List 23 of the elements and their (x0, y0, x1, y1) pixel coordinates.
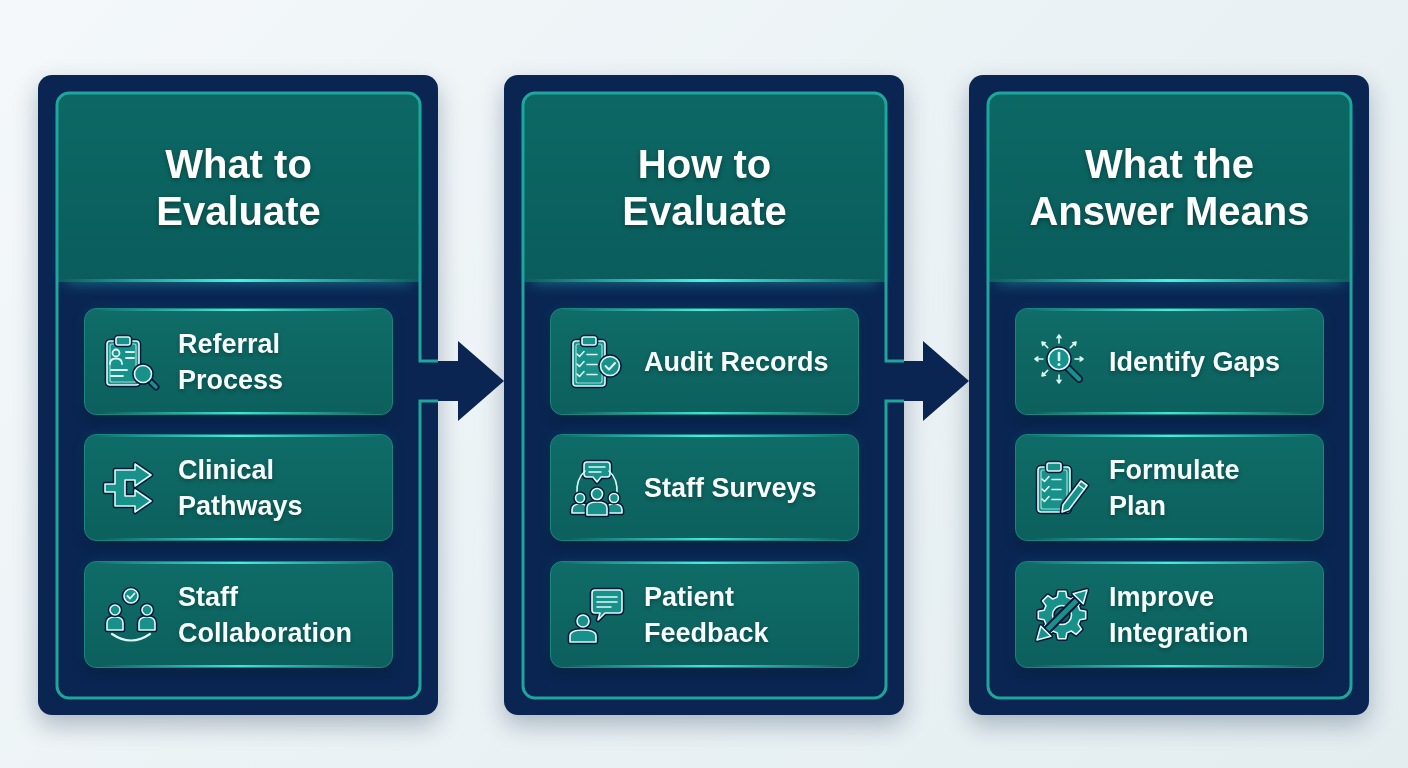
item-card (1015, 434, 1324, 541)
item-card (1015, 561, 1324, 668)
item-label: Staff Surveys (644, 471, 817, 505)
item-label: Improve Integration (1109, 580, 1250, 650)
item-card (84, 561, 393, 668)
arrow (438, 341, 504, 421)
column-title: How to Evaluate (621, 141, 788, 235)
item-card (550, 308, 859, 415)
item-label: Patient Feedback (644, 580, 770, 650)
item-card (550, 434, 859, 541)
item-label: Clinical Pathways (178, 453, 304, 523)
item-label: Referral Process (178, 327, 285, 397)
item-label: Staff Collaboration (178, 580, 353, 650)
item-card (550, 561, 859, 668)
item-card (84, 308, 393, 415)
item-label: Formulate Plan (1109, 453, 1241, 523)
column-title: What to Evaluate (155, 141, 322, 235)
item-card (84, 434, 393, 541)
item-label: Audit Records (644, 345, 829, 379)
item-label: Identify Gaps (1109, 345, 1281, 379)
arrow (904, 341, 969, 421)
column-title: What the Answer Means (1028, 141, 1311, 235)
item-card (1015, 308, 1324, 415)
